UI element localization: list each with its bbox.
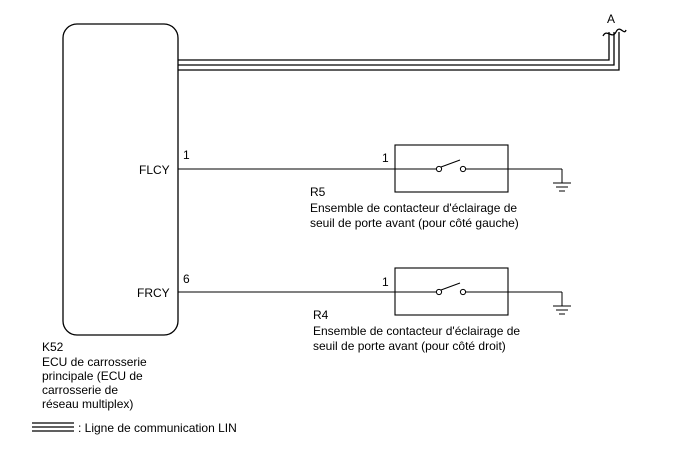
connector-a-label: A (607, 12, 615, 26)
lin-bus-line (178, 32, 620, 71)
r5-ground-icon (553, 169, 571, 192)
r5-name-line-1: Ensemble de contacteur d'éclairage de (310, 201, 517, 215)
r4-switch-pin: 1 (382, 275, 389, 289)
flcy-signal-label: FLCY (139, 163, 170, 177)
connector-a-break-mark (602, 28, 627, 37)
flcy-ecu-pin: 1 (183, 148, 190, 162)
ecu-code-label: K52 (42, 340, 64, 354)
legend-lin-symbol (32, 422, 74, 432)
r4-ground-icon (553, 292, 571, 315)
r4-code-label: R4 (313, 308, 329, 322)
r4-switch-symbol (395, 282, 508, 296)
ecu-name-line-3: carrosserie de (42, 383, 118, 397)
r5-switch-symbol (395, 159, 508, 173)
frcy-signal-label: FRCY (137, 286, 170, 300)
ecu-box (62, 23, 179, 336)
r5-code-label: R5 (310, 185, 326, 199)
legend-text: : Ligne de communication LIN (78, 421, 237, 435)
ecu-name-line-1: ECU de carrosserie (42, 355, 147, 369)
ecu-name-line-4: réseau multiplex) (42, 397, 133, 411)
frcy-ecu-pin: 6 (183, 272, 190, 286)
ecu-name-line-2: principale (ECU de (42, 369, 143, 383)
r5-switch-pin: 1 (382, 151, 389, 165)
r4-name-line-1: Ensemble de contacteur d'éclairage de (313, 324, 520, 338)
r4-name-line-2: seuil de porte avant (pour côté droit) (313, 339, 506, 353)
r5-name-line-2: seuil de porte avant (pour côté gauche) (310, 216, 519, 230)
